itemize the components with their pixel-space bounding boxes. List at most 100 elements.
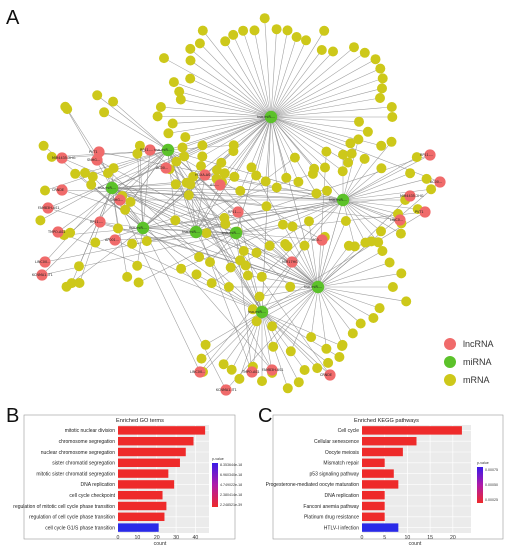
lncrna-node-label: RP11-...	[420, 153, 433, 157]
lncrna-node-label: MIR4435-2HG	[52, 156, 76, 160]
mrna-node	[196, 161, 206, 171]
network-edge	[261, 286, 319, 313]
mrna-node	[321, 343, 332, 354]
lncrna-node	[42, 202, 54, 214]
mrna-node	[384, 257, 395, 268]
mrna-node	[264, 240, 275, 251]
mirna-node	[255, 305, 269, 319]
mrna-node	[374, 303, 385, 314]
kegg-x-tick-label: 10	[405, 535, 411, 541]
mrna-node	[74, 278, 85, 288]
mrna-node	[376, 226, 386, 237]
network-edge	[180, 99, 272, 118]
network-edge	[270, 68, 381, 118]
kegg-bar	[362, 501, 385, 511]
network-edge	[270, 116, 299, 183]
mrna-node	[70, 168, 81, 179]
network-edge	[114, 232, 237, 241]
network-edge	[173, 81, 272, 118]
mrna-node	[249, 25, 260, 36]
network-edge	[235, 232, 286, 245]
lncrna-node-label: AC00...	[156, 166, 168, 170]
lncrna-node-label: KCNMA1-IT1	[32, 273, 53, 277]
mrna-node	[251, 247, 262, 258]
network-edge	[41, 232, 237, 276]
network-edge	[270, 30, 325, 118]
kegg-bar	[362, 447, 403, 457]
mrna-node	[347, 328, 358, 339]
go-bar	[118, 501, 167, 511]
lncrna-node	[266, 364, 278, 376]
go-bar	[118, 490, 163, 500]
mirna-node	[311, 280, 325, 294]
lncrna-node	[91, 154, 103, 166]
go-category-label: mitotic sister chromatid segregation	[36, 471, 115, 477]
network-edge	[271, 286, 319, 327]
legend-swatch-mrna	[444, 374, 456, 386]
mrna-node	[360, 237, 371, 248]
mirna-node	[336, 193, 350, 207]
mrna-node	[396, 268, 407, 279]
network-edge	[111, 187, 293, 263]
network-edge	[270, 58, 376, 118]
mrna-node	[304, 216, 314, 227]
network-edge	[96, 159, 237, 234]
mrna-node	[219, 168, 230, 179]
network-edges	[40, 18, 441, 391]
kegg-bar	[362, 512, 385, 522]
mrna-node	[353, 134, 364, 145]
mrna-node	[194, 38, 205, 49]
mrna-node	[235, 185, 246, 196]
kegg-bar	[362, 490, 385, 500]
lncrna-node-label: LINC00...	[190, 370, 205, 374]
mrna-node	[183, 190, 194, 201]
lncrna-node	[56, 152, 68, 164]
network-edge	[199, 199, 344, 373]
lncrna-node-label: CRNDE	[320, 373, 332, 377]
mirna-node-label: hsa-miR-...	[182, 230, 200, 234]
mrna-node	[328, 46, 338, 57]
mrna-node	[220, 36, 231, 47]
network-edge	[142, 227, 319, 288]
mrna-node	[376, 140, 387, 151]
network-edge	[111, 145, 203, 189]
mrna-node	[359, 153, 370, 164]
network-edge	[270, 116, 343, 172]
network-edge	[261, 311, 343, 347]
network-edge	[317, 286, 354, 334]
kegg-category-label: DNA replication	[325, 493, 360, 499]
mrna-node	[185, 55, 196, 66]
go-colorbar	[212, 463, 218, 507]
mrna-node	[349, 42, 359, 53]
go-bar	[118, 512, 165, 522]
network-legend: lncRNA miRNA mRNA	[444, 338, 494, 386]
network-edge	[111, 187, 344, 201]
network-edge	[342, 199, 418, 210]
mrna-node	[197, 140, 208, 151]
network-edge	[270, 116, 278, 188]
mrna-node	[346, 148, 357, 159]
lncrna-node-label: FAM83H-AS1	[38, 206, 60, 210]
network-edge	[64, 227, 144, 236]
mrna-node	[247, 304, 258, 315]
mrna-node	[90, 237, 101, 248]
lncrna-node-label: CRNDE	[52, 188, 64, 192]
network-edge	[317, 286, 361, 324]
network-edge	[261, 311, 329, 364]
go-legend-tick-label: 4.749022e-18	[220, 483, 242, 487]
mrna-node	[46, 151, 57, 162]
kegg-x-tick-label: 5	[383, 535, 386, 541]
mirna-node-label: hsa-miR-...	[222, 231, 240, 235]
network-edge	[168, 116, 272, 134]
mrna-node	[188, 171, 199, 182]
go-category-label: cell cycle checkpoint	[69, 493, 115, 499]
kegg-x-tick-label: 20	[450, 535, 456, 541]
mirna-node-label: hsa-miR-...	[257, 115, 275, 119]
mrna-node	[229, 171, 240, 182]
network-edge	[221, 116, 272, 163]
mrna-node	[277, 219, 288, 230]
network-edge	[160, 106, 272, 118]
mrna-node	[132, 148, 143, 159]
mrna-node	[180, 132, 191, 143]
go-bar	[118, 426, 206, 435]
